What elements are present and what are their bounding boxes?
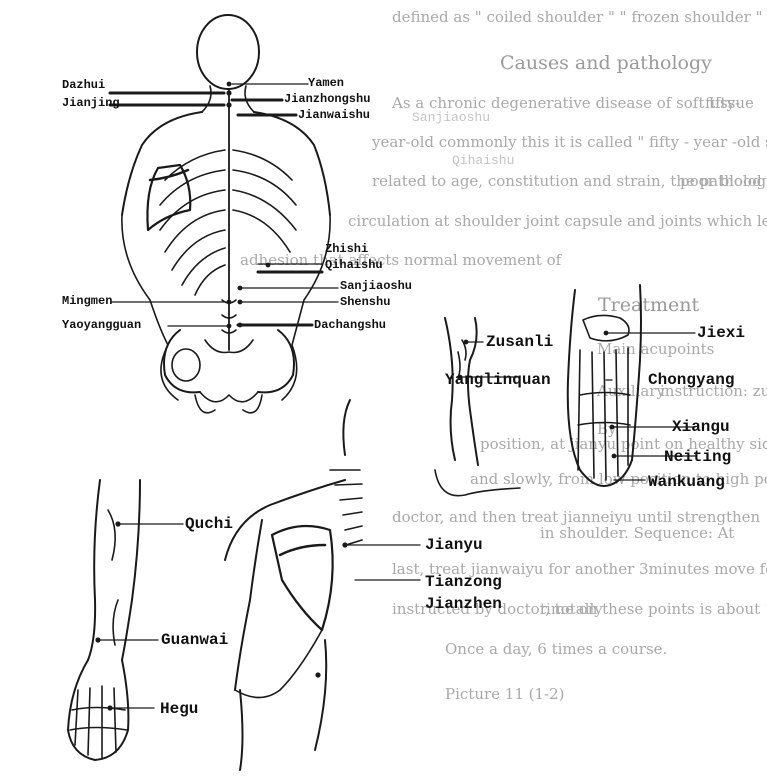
label-dachangshu: Dachangshu (314, 319, 386, 331)
label-mingmen: Mingmen (62, 295, 112, 307)
label-yanglinquan: Yanglinquan (445, 372, 551, 388)
label-zhishi: Zhishi (325, 243, 368, 255)
label-yamen: Yamen (308, 77, 344, 89)
label-xiangu: Xiangu (672, 419, 730, 435)
shoulder-figure (225, 400, 362, 770)
label-guanwai: Guanwai (161, 632, 228, 648)
label-jianjing: Jianjing (62, 97, 120, 109)
label-chongyang: Chongyang (648, 372, 734, 388)
label-jianzhen: Jianzhen (425, 596, 502, 612)
back-figure (122, 15, 330, 413)
label-jianyu: Jianyu (425, 537, 483, 553)
label-qihaishu: Qihaishu (325, 259, 383, 271)
label-wankuang: Wankuang (648, 474, 725, 490)
label-shenshu: Shenshu (340, 296, 390, 308)
label-quchi: Quchi (185, 516, 233, 532)
label-yaoyangguan: Yaoyangguan (62, 319, 141, 331)
label-jianwaishu: Jianwaishu (298, 109, 370, 121)
label-dazhui: Dazhui (62, 79, 105, 91)
label-jianzhongshu: Jianzhongshu (284, 93, 370, 105)
label-jiexi: Jiexi (697, 325, 745, 341)
arm-figure (68, 480, 140, 760)
label-hegu: Hegu (160, 701, 198, 717)
label-tianzong: Tianzong (425, 574, 502, 590)
label-zusanli: Zusanli (486, 334, 553, 350)
label-neiting: Neiting (664, 449, 731, 465)
label-sanjiaoshu: Sanjiaoshu (340, 280, 412, 292)
